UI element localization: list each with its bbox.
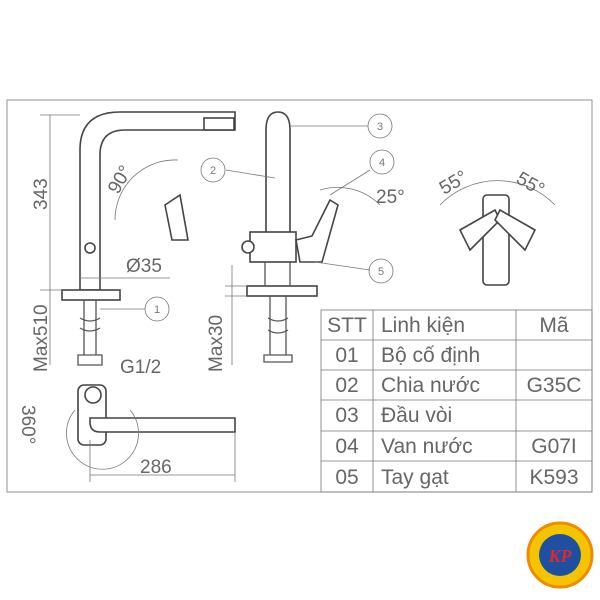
svg-text:G07I: G07I xyxy=(531,435,577,458)
dim-max-below: Max510 xyxy=(31,304,52,372)
svg-text:01: 01 xyxy=(335,344,358,367)
parts-table: STT Linh kiện Mã 01 Bộ cố định 02 Chia nướ… xyxy=(320,309,593,493)
callout-5: 5 xyxy=(368,258,394,284)
callout-1: 1 xyxy=(144,296,170,322)
table-row: 03 Đầu vòi xyxy=(335,404,452,427)
svg-text:Van nước: Van nước xyxy=(381,435,473,458)
table-header-stt: STT xyxy=(327,314,367,337)
table-header-part: Linh kiện xyxy=(381,314,465,337)
dim-max-thickness: Max30 xyxy=(206,315,227,372)
faucet-side-view xyxy=(225,111,381,365)
svg-text:Tay gạt: Tay gạt xyxy=(381,466,449,489)
svg-text:02: 02 xyxy=(335,374,358,397)
table-row: 04 Van nước G07I xyxy=(335,435,576,458)
svg-text:1: 1 xyxy=(154,304,160,316)
dim-diameter: Ø35 xyxy=(126,256,162,277)
table-row: 02 Chia nước G35C xyxy=(335,374,581,397)
svg-text:03: 03 xyxy=(335,404,358,427)
dim-swing-left: 55° xyxy=(436,167,471,200)
svg-text:G35C: G35C xyxy=(527,374,582,397)
dim-reach: 286 xyxy=(140,457,172,478)
dim-rotation: 360° xyxy=(17,405,38,444)
svg-text:05: 05 xyxy=(335,466,358,489)
faucet-front-view xyxy=(40,111,236,366)
svg-text:K593: K593 xyxy=(529,466,578,489)
kp-logo: KP xyxy=(526,521,594,589)
callout-4: 4 xyxy=(369,149,395,175)
svg-text:Đầu vòi: Đầu vòi xyxy=(381,404,452,427)
svg-text:Chia nước: Chia nước xyxy=(381,374,480,397)
table-row: 05 Tay gạt K593 xyxy=(335,466,578,489)
dim-swing-right: 55° xyxy=(513,168,548,201)
callout-2: 2 xyxy=(200,157,226,183)
svg-text:Bộ cố định: Bộ cố định xyxy=(381,344,480,367)
dim-thread: G1/2 xyxy=(120,357,161,378)
svg-text:KP: KP xyxy=(547,546,572,566)
dim-lever-tilt: 25° xyxy=(376,187,405,208)
faucet-plan-view xyxy=(66,384,236,482)
lever-swing-view xyxy=(439,180,556,286)
svg-text:2: 2 xyxy=(210,165,216,177)
table-row: 01 Bộ cố định xyxy=(335,344,480,367)
drawing-frame xyxy=(6,99,593,493)
table-header-code: Mã xyxy=(539,314,568,337)
svg-text:5: 5 xyxy=(378,266,384,278)
svg-text:3: 3 xyxy=(377,121,383,133)
svg-text:4: 4 xyxy=(379,157,385,169)
svg-text:04: 04 xyxy=(335,435,359,458)
callout-3: 3 xyxy=(367,113,393,139)
dim-height: 343 xyxy=(31,178,52,210)
dim-lever-angle: 90° xyxy=(104,162,137,197)
